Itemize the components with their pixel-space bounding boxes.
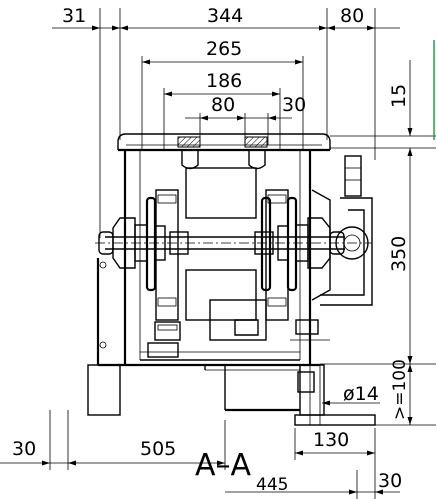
enclosure (117, 133, 331, 367)
shaft-assembly (95, 196, 372, 292)
dim-80-top: 80 (340, 5, 364, 27)
dim-30-right: 30 (378, 470, 402, 492)
top-dimensions: 31 344 80 265 186 80 30 (52, 5, 400, 238)
right-bracket (311, 155, 373, 306)
dim-31: 31 (62, 5, 86, 27)
section-label: A–A (195, 448, 252, 483)
dim-265: 265 (206, 38, 242, 60)
bottom-dimensions: 30 505 130 445 30 (0, 410, 402, 499)
dim-30-left: 30 (12, 438, 36, 460)
dim-100: >=100 (390, 359, 410, 420)
dim-186: 186 (206, 70, 242, 92)
dim-505: 505 (140, 438, 176, 460)
dim-350: 350 (388, 236, 410, 272)
dim-130: 130 (313, 429, 349, 451)
dim-445: 445 (256, 475, 288, 495)
dim-d14: ø14 (343, 383, 379, 405)
dim-30-inner: 30 (282, 94, 306, 116)
lower-mount (87, 258, 376, 426)
hole-dimension: ø14 (322, 383, 380, 406)
right-dimensions: 15 350 >=100 (320, 40, 436, 426)
dim-344: 344 (207, 5, 243, 27)
dim-80-inner: 80 (211, 94, 235, 116)
contact-blocks (140, 167, 300, 358)
dim-15: 15 (388, 84, 410, 108)
